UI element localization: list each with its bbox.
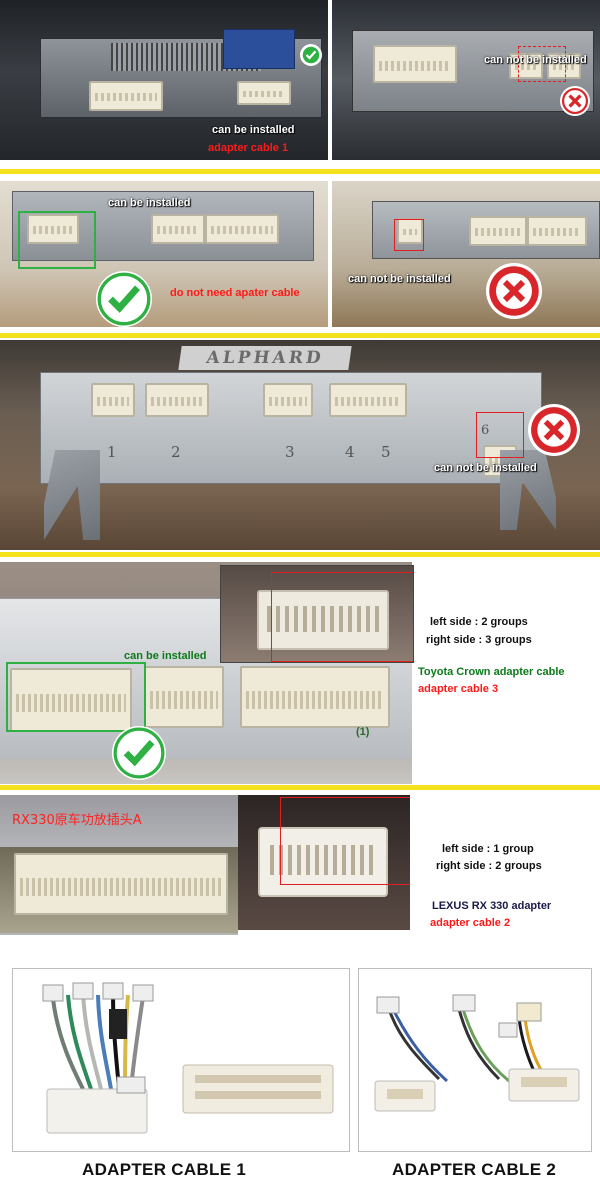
caption-adapter-cable-2: ADAPTER CABLE 2 [392, 1160, 557, 1179]
connector [144, 666, 224, 728]
connector [205, 214, 279, 244]
highlight-box [18, 211, 96, 269]
plug-connector [257, 590, 389, 650]
connector [27, 214, 79, 244]
chinese-label: RX330原车功放插头A [12, 813, 142, 828]
connector [263, 383, 313, 417]
left-side-groups: left side : 1 group [442, 843, 534, 855]
panel2-right-photo: can not be installed [332, 181, 600, 327]
checkmark-icon [112, 726, 166, 780]
separator [0, 333, 600, 338]
adapter-cable-1-frame [12, 968, 350, 1152]
port-number: 4 [345, 443, 355, 461]
adapter-cable-1-illustration [42, 982, 334, 1134]
can-not-be-installed-label: can not be installed [434, 462, 537, 474]
adapter-model-label: LEXUS RX 330 adapter [432, 900, 552, 912]
amplifier-unit [352, 30, 594, 112]
can-not-be-installed-label: can not be installed [348, 273, 451, 285]
panel1-right-photo: can not be installed [332, 0, 600, 160]
adapter-cable-2-illustration [374, 994, 580, 1112]
highlight-box [271, 572, 413, 662]
panel4-plug-photo [220, 565, 414, 663]
highlight-box [518, 46, 566, 82]
can-be-installed-label: can be installed [124, 650, 207, 662]
port-number: 2 [171, 443, 181, 461]
connector [10, 668, 132, 732]
highlight-box [394, 219, 424, 251]
panel1-left-photo: can be installed adapter cable 1 [0, 0, 328, 160]
no-adapter-needed-label: do not need apater cable [170, 287, 300, 299]
amplifier-unit [12, 191, 314, 261]
marker-label: (1) [356, 726, 370, 738]
can-be-installed-label: can be installed [212, 124, 295, 136]
left-side-groups: left side : 2 groups [430, 616, 528, 628]
brand-badge: ALPHARD [178, 346, 352, 370]
right-side-groups: right side : 2 groups [436, 860, 542, 872]
connector [237, 81, 291, 105]
separator [0, 552, 600, 557]
port-number: 3 [285, 443, 295, 461]
adapter-cable-label: adapter cable 1 [208, 142, 289, 154]
connector [89, 81, 163, 111]
panel3-photo: ALPHARD 1 2 3 4 5 6 can not be installed [0, 340, 600, 550]
separator [0, 169, 600, 174]
amplifier-unit [372, 201, 600, 259]
can-not-be-installed-label: can not be installed [484, 54, 587, 66]
cross-icon [486, 263, 542, 319]
adapter-model-label: Toyota Crown adapter cable [418, 666, 565, 678]
adapter-cable-label: adapter cable 2 [430, 917, 511, 929]
connector [151, 214, 205, 244]
right-side-groups: right side : 3 groups [426, 634, 532, 646]
checkmark-icon [300, 44, 322, 66]
mounted-part [223, 29, 295, 69]
adapter-cable-label: adapter cable 3 [418, 683, 499, 695]
separator [0, 785, 600, 790]
panel2-left-photo: can be installed do not need apater cabl… [0, 181, 328, 327]
connector [547, 53, 581, 79]
can-be-installed-label: can be installed [108, 197, 191, 209]
cross-icon [560, 86, 590, 116]
brand-badge-text: ALPHARD [205, 348, 325, 368]
cross-icon [528, 404, 580, 456]
port-number: 1 [107, 443, 117, 461]
checkmark-icon [96, 271, 152, 327]
connector [240, 666, 390, 728]
connector [329, 383, 407, 417]
connector [527, 216, 587, 246]
caption-adapter-cable-1: ADAPTER CABLE 1 [82, 1160, 247, 1179]
connector [14, 853, 228, 915]
connector [469, 216, 527, 246]
connector [91, 383, 135, 417]
highlight-box [6, 662, 146, 732]
port-number: 6 [481, 423, 490, 438]
port-number: 5 [381, 443, 391, 461]
connector [373, 45, 457, 83]
highlight-box [280, 797, 410, 885]
plug-connector [258, 827, 388, 897]
connector [145, 383, 209, 417]
highlight-box [476, 412, 524, 458]
panel5-amp-photo: RX330原车功放插头A [0, 795, 238, 935]
adapter-cable-2-frame [358, 968, 592, 1152]
mounting-bracket [44, 450, 100, 540]
panel5-plug-photo [238, 795, 410, 930]
amplifier-unit [40, 29, 322, 118]
connector [509, 53, 543, 79]
